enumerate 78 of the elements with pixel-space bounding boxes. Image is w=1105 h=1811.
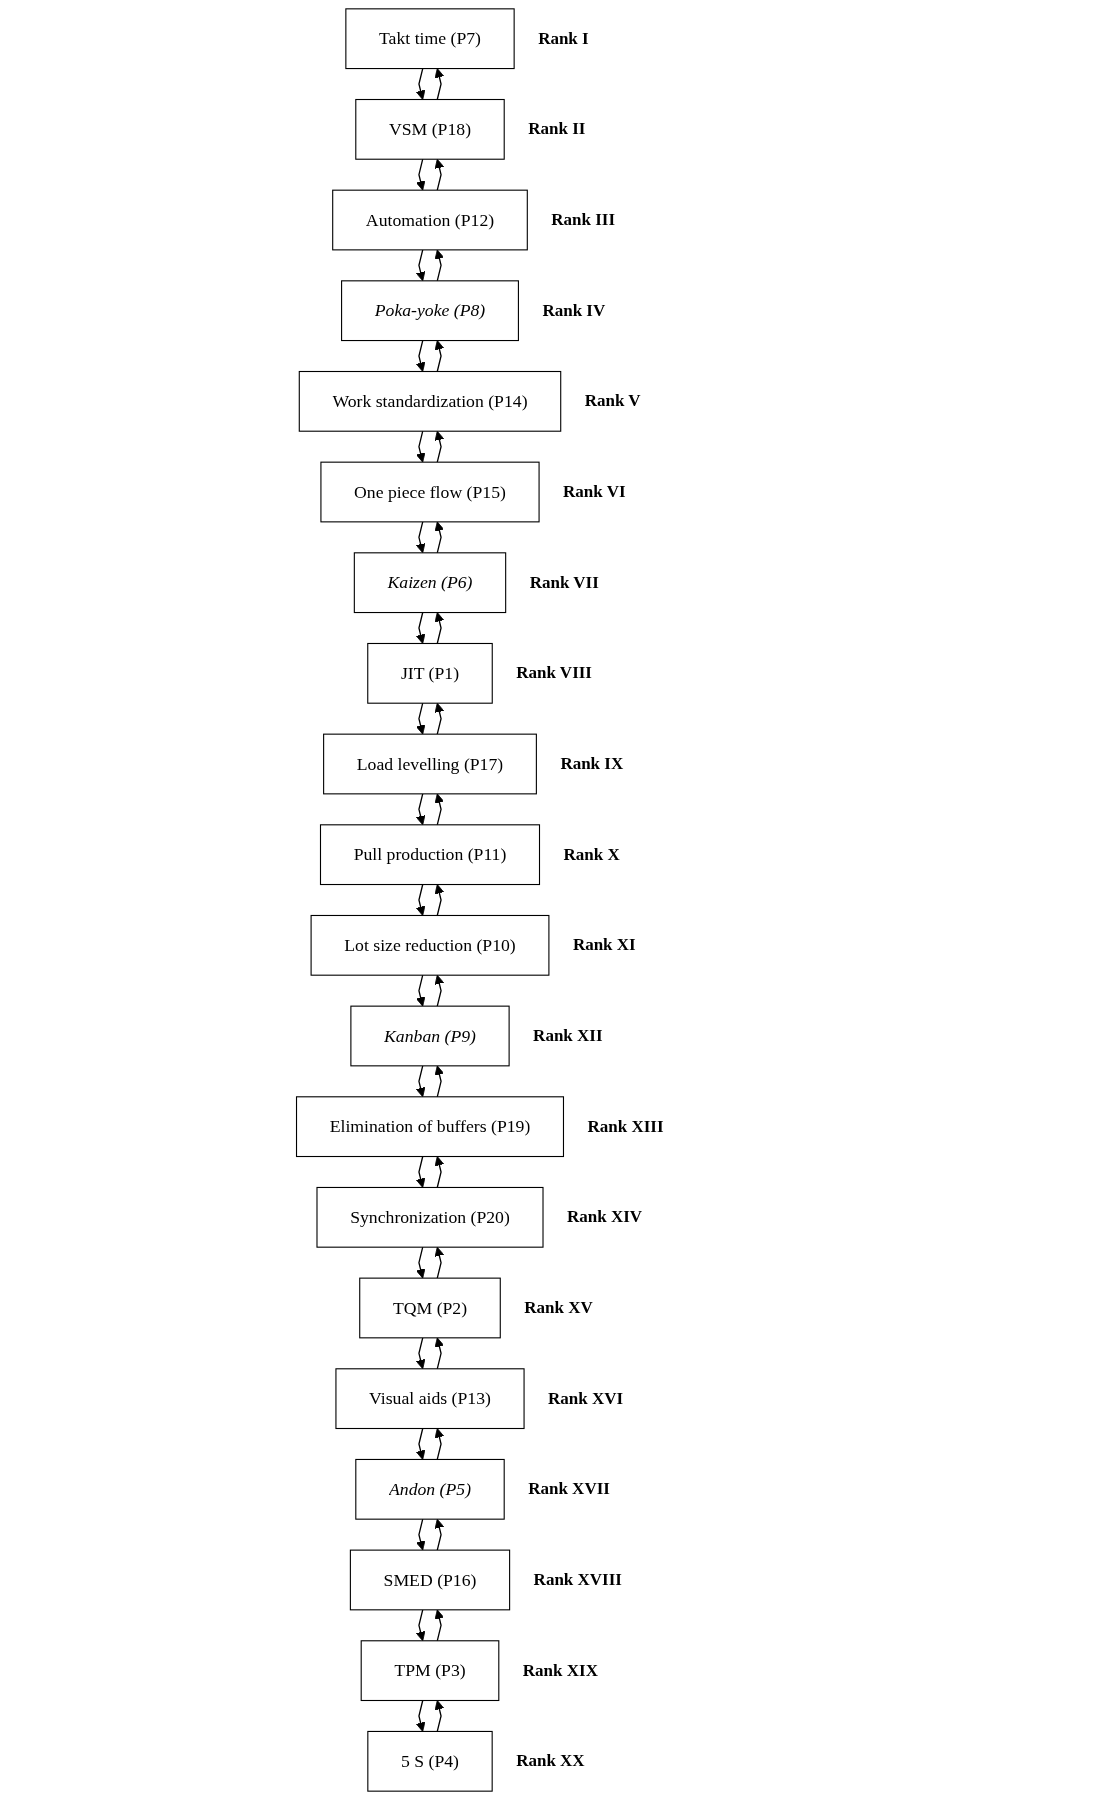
rank-label: Rank XVI [548,1388,624,1409]
rank-label: Rank XIV [567,1207,643,1228]
node-box: Visual aids (P13) [335,1368,525,1430]
arrow [415,1699,426,1732]
arrow [434,1518,445,1551]
node-box: Kaizen (P6) [353,552,507,614]
arrow [415,1337,426,1370]
rank-label: Rank I [538,28,589,49]
rank-label: Rank X [563,844,620,865]
rank-label: Rank II [528,119,586,140]
arrow [434,1246,445,1279]
arrow [415,974,426,1007]
arrow [415,702,426,735]
arrow [415,1155,426,1188]
arrow [434,884,445,917]
rank-label: Rank VII [529,572,599,593]
node-box: Takt time (P7) [345,8,515,70]
rank-label: Rank XI [572,935,636,956]
node-box: SMED (P16) [349,1549,511,1611]
arrow [434,1609,445,1642]
arrow [415,1246,426,1279]
arrow [415,1518,426,1551]
node-box: VSM (P18) [355,98,505,160]
rank-label: Rank XX [516,1751,585,1772]
rank-label: Rank XV [524,1298,593,1318]
node-box: Elimination of buffers (P19) [295,1096,565,1158]
arrow [415,158,426,191]
arrow [434,702,445,735]
node-box: TPM (P3) [360,1640,500,1702]
arrow [434,340,445,373]
arrow [415,67,426,100]
rank-label: Rank III [551,210,616,230]
arrow [415,793,426,826]
arrow [434,1428,445,1461]
arrow [434,430,445,463]
arrow [434,68,445,101]
arrow [415,611,426,644]
arrow [415,249,426,282]
rank-label: Rank VI [563,482,626,502]
rank-label: Rank IX [560,754,624,774]
rank-label: Rank V [584,391,641,412]
rank-label: Rank XVII [528,1479,610,1500]
node-box: Work standardization (P14) [298,370,562,432]
arrow [415,1609,426,1642]
node-box: Lot size reduction (P10) [310,914,550,976]
arrow [415,430,426,463]
node-box: Pull production (P11) [319,824,541,886]
rank-label: Rank XII [533,1026,603,1046]
arrow [415,883,426,916]
arrow [415,1065,426,1098]
rank-label: Rank XVIII [533,1569,622,1590]
rank-label: Rank XIX [522,1660,598,1681]
arrow [415,339,426,372]
node-box: TQM (P2) [359,1277,501,1339]
arrow [415,1427,426,1460]
arrow [434,1700,445,1733]
node-box: Poka-yoke (P8) [341,280,519,342]
arrow [434,1156,445,1189]
node-box: Kanban (P9) [350,1005,510,1067]
arrow [434,1337,445,1370]
rank-label: Rank XIII [587,1116,664,1137]
rank-label: Rank IV [542,300,606,321]
arrow [434,974,445,1007]
node-box: One piece flow (P15) [320,461,540,523]
node-box: JIT (P1) [367,642,493,704]
arrow [434,158,445,191]
node-box: Synchronization (P20) [316,1186,544,1248]
node-box: Load levelling (P17) [323,733,537,795]
node-box: 5 S (P4) [367,1730,493,1792]
arrow [434,793,445,826]
arrow [434,521,445,554]
node-box: Andon (P5) [355,1458,505,1520]
node-box: Automation (P12) [332,189,528,251]
rank-label: Rank VIII [516,663,592,684]
arrow [415,521,426,554]
arrow [434,612,445,645]
arrow [434,1065,445,1098]
arrow [434,249,445,282]
